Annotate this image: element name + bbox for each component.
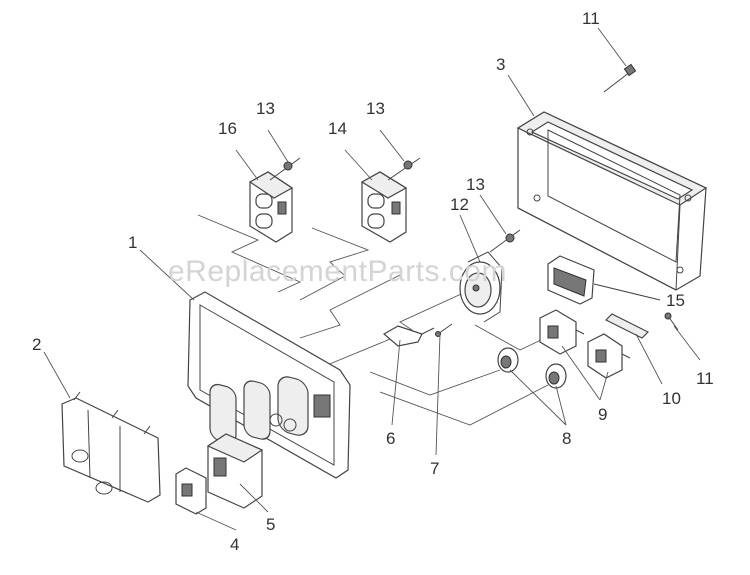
part-9-breaker-b [587,333,631,379]
part-4-switch-plate [175,467,207,515]
callout-14: 14 [328,119,347,138]
part-11-screw-right [664,312,679,331]
part-5-rocker-switch [206,433,264,509]
part-12-twistlock-receptacle [459,251,503,323]
callout-6: 6 [386,429,395,448]
callout-8: 8 [562,429,571,448]
part-11-screw-top [603,63,637,93]
wire-lines [197,214,549,426]
part-13-nut-a [269,157,301,181]
part-15-switch [547,255,661,305]
callout-15: 15 [666,291,685,310]
callout-labels: 1 2 3 4 5 6 7 8 9 10 11 11 12 13 13 13 1… [32,9,714,554]
part-14-receptacle [360,171,408,243]
callout-10: 10 [662,389,681,408]
callout-12: 12 [450,195,469,214]
part-3-housing [516,111,708,291]
part-13-nut-c [489,229,521,253]
callout-13-left: 13 [256,99,275,118]
leader-lines [43,27,701,531]
callout-7: 7 [430,459,439,478]
part-6-lamp-holder [382,325,435,347]
part-8-lamp-a [497,347,519,373]
part-8-lamp-b [545,363,567,389]
callout-13-right: 13 [466,175,485,194]
callout-3: 3 [496,55,505,74]
callout-11-top: 11 [582,9,600,28]
callout-5: 5 [266,515,275,534]
part-9-breaker-a [539,309,585,355]
callout-1: 1 [128,233,137,252]
callout-11-right: 11 [696,369,714,388]
part-2-outlet-cover [61,391,161,503]
part-10-bar [604,313,650,339]
callout-16: 16 [218,119,237,138]
part-7-screw [435,323,453,337]
watermark-text: eReplacementParts.com [168,255,507,288]
part-16-receptacle [248,171,294,243]
callout-9: 9 [598,405,607,424]
part-13-nut-b [387,157,421,181]
callout-13-middle: 13 [366,99,385,118]
part-1-front-panel [187,291,351,479]
callout-2: 2 [32,335,41,354]
callout-4: 4 [230,535,239,554]
